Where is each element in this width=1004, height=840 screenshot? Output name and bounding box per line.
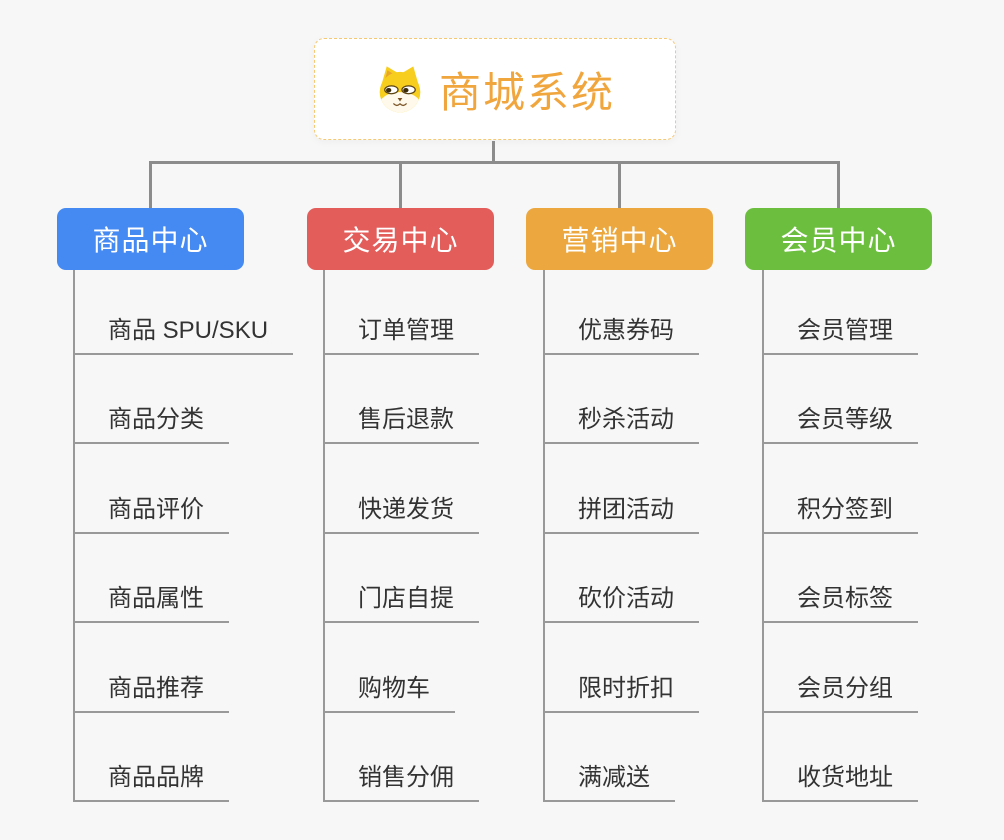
branch-member-children: 会员管理 会员等级 积分签到 会员标签 会员分组 收货地址 [762, 270, 918, 802]
topic-item[interactable]: 订单管理 [325, 314, 479, 355]
topic-item[interactable]: 商品品牌 [75, 761, 229, 802]
topic-item[interactable]: 会员标签 [764, 582, 918, 623]
topic-item[interactable]: 销售分佣 [325, 761, 479, 802]
topic-item[interactable]: 会员管理 [764, 314, 918, 355]
topic-item[interactable]: 商品评价 [75, 493, 229, 534]
topic-item[interactable]: 门店自提 [325, 582, 479, 623]
topic-item[interactable]: 会员分组 [764, 672, 918, 713]
connector-drop-trade [399, 163, 402, 209]
root-title: 商城系统 [438, 68, 615, 116]
connector-drop-marketing [618, 163, 621, 209]
topic-item[interactable]: 商品推荐 [75, 672, 229, 713]
branch-member-center[interactable]: 会员中心 [745, 208, 932, 270]
branch-product-children: 商品 SPU/SKU 商品分类 商品评价 商品属性 商品推荐 商品品牌 [73, 270, 294, 802]
connector-drop-product [149, 163, 152, 209]
topic-item[interactable]: 收货地址 [764, 761, 918, 802]
topic-item[interactable]: 砍价活动 [545, 582, 699, 623]
topic-item[interactable]: 会员等级 [764, 403, 918, 444]
topic-item[interactable]: 积分签到 [764, 493, 918, 534]
branch-label: 交易中心 [342, 225, 459, 256]
connector-horizontal [149, 161, 840, 164]
topic-item[interactable]: 快递发货 [325, 493, 479, 534]
branch-marketing-children: 优惠券码 秒杀活动 拼团活动 砍价活动 限时折扣 满减送 [543, 270, 699, 802]
connector-drop-member [837, 163, 840, 209]
topic-item[interactable]: 商品分类 [75, 403, 229, 444]
branch-trade-children: 订单管理 售后退款 快递发货 门店自提 购物车 销售分佣 [323, 270, 479, 802]
branch-label: 会员中心 [780, 225, 897, 256]
topic-item[interactable]: 商品属性 [75, 582, 229, 623]
topic-item[interactable]: 秒杀活动 [545, 403, 699, 444]
root-node[interactable]: 商城系统 [314, 38, 676, 140]
topic-item[interactable]: 售后退款 [325, 403, 479, 444]
topic-item[interactable]: 购物车 [325, 672, 455, 713]
branch-label: 营销中心 [561, 225, 678, 256]
doge-icon [379, 66, 421, 113]
topic-item[interactable]: 限时折扣 [545, 672, 699, 713]
topic-item[interactable]: 拼团活动 [545, 493, 699, 534]
branch-trade-center[interactable]: 交易中心 [307, 208, 494, 270]
topic-item[interactable]: 满减送 [545, 761, 675, 802]
topic-item[interactable]: 商品 SPU/SKU [75, 314, 294, 355]
connector-root-stub [492, 141, 495, 162]
topic-item[interactable]: 优惠券码 [545, 314, 699, 355]
branch-product-center[interactable]: 商品中心 [57, 208, 244, 270]
branch-label: 商品中心 [92, 225, 209, 256]
branch-marketing-center[interactable]: 营销中心 [526, 208, 713, 270]
